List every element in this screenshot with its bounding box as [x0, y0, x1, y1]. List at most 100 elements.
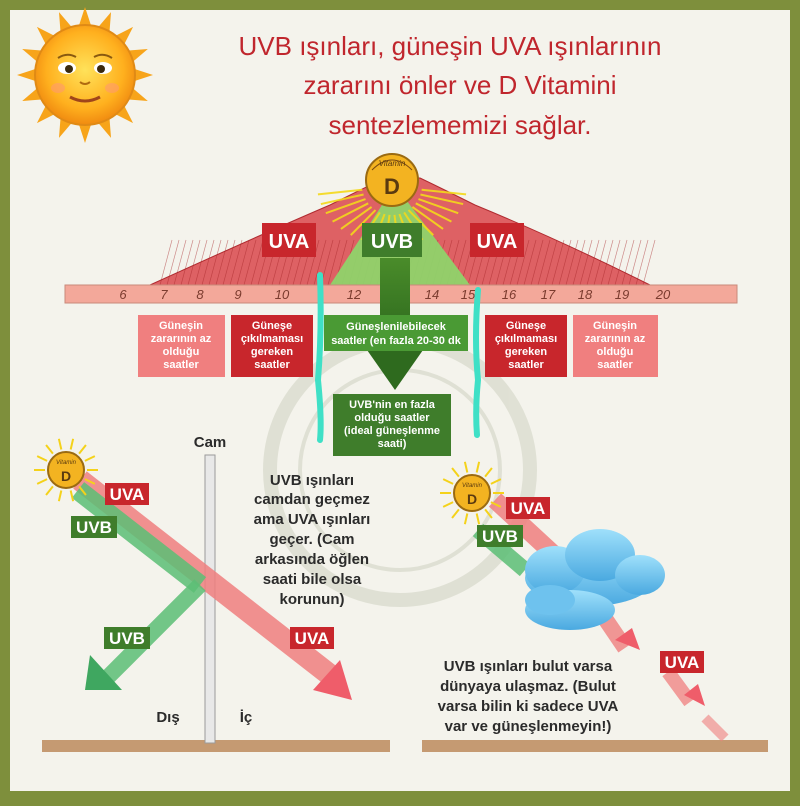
vitamin-label: Vitamin	[379, 159, 406, 168]
title-line-3: sentezlememizi sağlar.	[329, 110, 592, 140]
cloud-note-line: varsa bilin ki sadece UVA	[438, 698, 619, 715]
hour-label: 7	[160, 287, 168, 302]
uva-tag-lower-text: UVA	[295, 629, 330, 648]
time-box-sunbathing	[324, 315, 468, 351]
uva-ray-segment	[701, 714, 729, 742]
title-line-1: UVB ışınları, güneşin UVA ışınlarının	[239, 31, 662, 61]
box-text: Güneşlenilebilecek	[346, 321, 447, 333]
title-line-2: zararını önler ve D Vitamini	[303, 70, 616, 100]
uva-arrowhead	[615, 628, 640, 650]
uvb-tag-text: UVB	[482, 527, 518, 546]
uvb-tag-center-text: UVB	[371, 231, 413, 253]
uva-tag	[105, 483, 149, 505]
box-text: saatler (en fazla 20-30 dk	[331, 335, 462, 347]
svg-text:D: D	[61, 468, 71, 484]
cloud-scenario: Vitamin D UVA UVB UVA UVB ışınları bulut…	[422, 461, 768, 752]
small-sun-icon: Vitamin D	[440, 461, 504, 525]
svg-text:Vitamin: Vitamin	[56, 460, 77, 466]
uva-tag	[506, 497, 550, 519]
box-text: gereken	[505, 346, 547, 358]
uva-tag-lower	[660, 651, 704, 673]
uvb-tag	[477, 525, 523, 547]
time-box-low-harm-right	[573, 315, 658, 377]
uva-tag-lower-text: UVA	[665, 653, 700, 672]
uvb-tag-center	[362, 223, 422, 257]
box-text: UVB'nin en fazla	[349, 399, 436, 411]
box-text: saatler	[163, 359, 199, 371]
uvb-tag-lower-text: UVB	[109, 629, 145, 648]
glass-scenario: Cam Vitamin D UVA UVB UVB UVA Dış İç UVB…	[34, 434, 390, 752]
box-text: zararının az	[585, 333, 646, 345]
box-text: olduğu saatler	[354, 412, 430, 424]
hour-label: 12	[347, 287, 362, 302]
glass-note-line: arkasında öğlen	[255, 551, 369, 568]
uva-arrowhead	[684, 684, 705, 706]
glass-note-line: camdan geçmez	[254, 491, 370, 508]
peak-uvb-box	[333, 394, 451, 456]
box-text: Güneşe	[506, 320, 546, 332]
box-text: Güneşe	[252, 320, 292, 332]
box-text: saatler	[597, 359, 633, 371]
box-text: saatler	[254, 359, 290, 371]
svg-text:D: D	[467, 491, 477, 507]
hour-label: 15	[461, 287, 476, 302]
glass-note-line: geçer. (Cam	[269, 531, 354, 548]
time-box-avoid-right	[485, 315, 567, 377]
uvb-tag	[71, 516, 117, 538]
hour-label: 10	[275, 287, 290, 302]
hour-label: 8	[196, 287, 204, 302]
hour-label: 16	[502, 287, 517, 302]
uva-ray-segment	[662, 667, 696, 707]
hour-label: 9	[234, 287, 241, 302]
hour-label: 18	[578, 287, 593, 302]
ground-right	[422, 740, 768, 752]
svg-text:Vitamin: Vitamin	[462, 483, 483, 489]
uva-tag-left	[262, 223, 316, 257]
box-text: saati)	[378, 438, 407, 450]
hour-label: 17	[541, 287, 556, 302]
boundary-mark-right	[473, 287, 482, 438]
hour-label: 14	[425, 287, 439, 302]
ground-left	[42, 740, 390, 752]
uvb-ray-incoming	[71, 482, 207, 593]
boundary-mark-left	[314, 272, 324, 443]
glass-label: Cam	[194, 434, 227, 451]
uvb-arrowhead	[85, 655, 122, 690]
uva-ray-segment	[599, 615, 632, 653]
cloud-note-line: var ve güneşlenmeyin!)	[445, 718, 612, 735]
box-text: (ideal güneşlenme	[344, 425, 440, 437]
cloud-note-line: UVB ışınları bulut varsa	[444, 658, 613, 675]
uvb-tag-text: UVB	[76, 518, 112, 537]
time-box-low-harm-left	[138, 315, 225, 377]
hour-label: 20	[655, 287, 671, 302]
uva-tag-lower	[290, 627, 334, 649]
uva-arrowhead	[313, 660, 352, 700]
box-text: olduğu	[597, 346, 634, 358]
box-text: saatler	[508, 359, 544, 371]
hour-label: 19	[615, 287, 629, 302]
uva-tag-text: UVA	[511, 499, 546, 518]
glass-note-line: saati bile olsa	[263, 571, 362, 588]
box-text: çıkılmaması	[495, 333, 557, 345]
time-box-avoid-left	[231, 315, 313, 377]
glass-note-line: korunun)	[280, 591, 345, 608]
uvb-ray-reflected	[99, 579, 206, 686]
vitamin-letter: D	[384, 174, 400, 199]
uva-tag-right	[470, 223, 524, 257]
sun-face-icon	[17, 7, 153, 143]
small-sun-icon: Vitamin D	[34, 438, 98, 502]
glass-pane	[204, 454, 216, 744]
hour-label: 6	[119, 287, 127, 302]
box-text: Güneşin	[159, 320, 203, 332]
vitamin-d-sun-icon: Vitamin D	[365, 153, 419, 207]
outside-label: Dış	[156, 709, 179, 726]
uvb-tag-lower	[104, 627, 150, 649]
box-text: olduğu	[163, 346, 200, 358]
box-text: gereken	[251, 346, 293, 358]
glass-note-line: ama UVA ışınları	[254, 511, 371, 528]
uva-tag-text: UVA	[110, 485, 145, 504]
glass-note-line: UVB ışınları	[270, 472, 354, 489]
cloud-icon	[525, 529, 665, 630]
